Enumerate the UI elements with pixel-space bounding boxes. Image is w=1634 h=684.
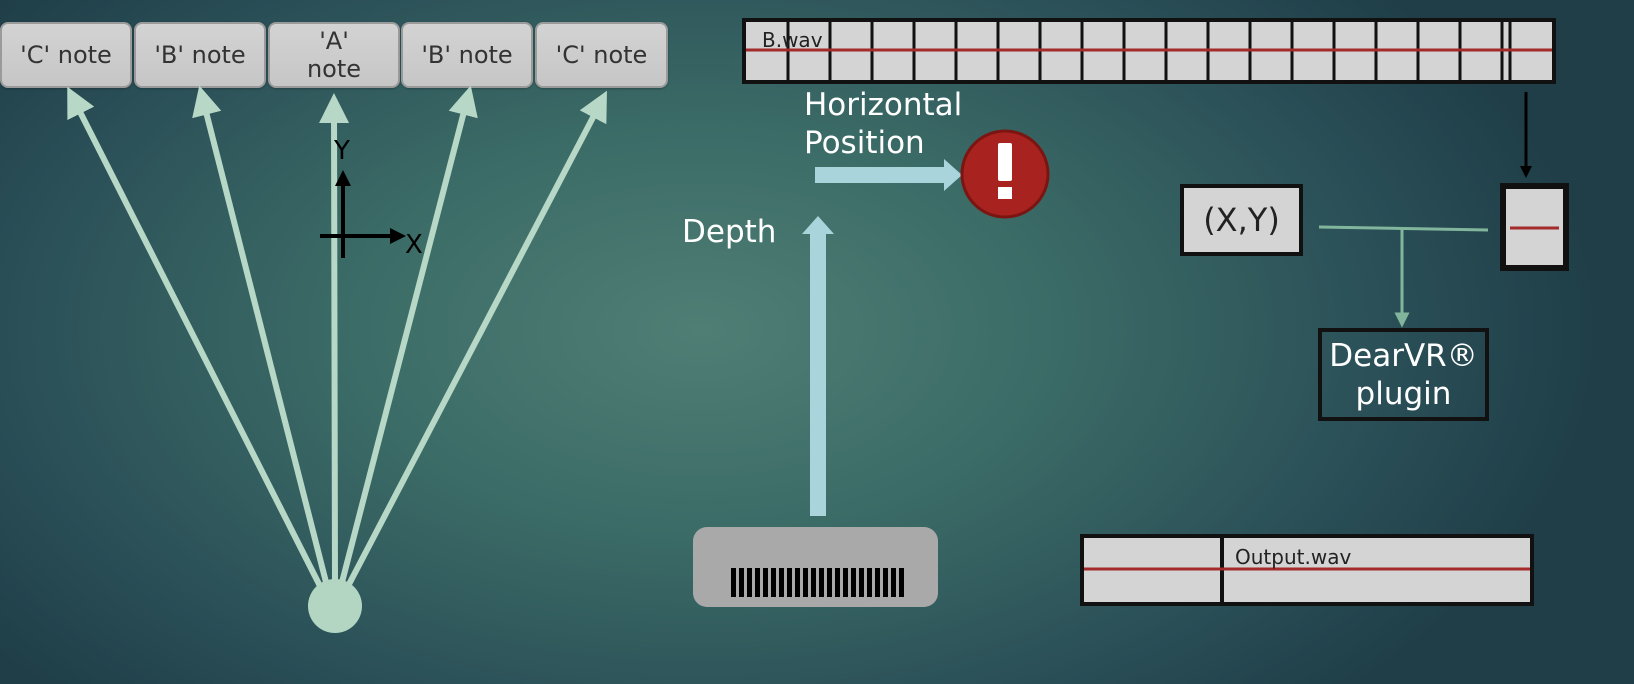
axes-cross — [320, 170, 406, 258]
note-c-left-label: 'C' note — [20, 41, 112, 69]
arrow-to-a-center — [319, 93, 350, 591]
note-b-right-label: 'B' note — [421, 41, 513, 69]
depth-arrow — [802, 216, 834, 516]
arrow-to-b-right — [337, 85, 478, 591]
y-axis-label: Y — [334, 136, 350, 166]
connector-lines — [1318, 225, 1489, 328]
note-a-center-label: 'A' note — [306, 27, 362, 83]
arrow-to-c-right — [343, 90, 607, 592]
note-b-left-label: 'B' note — [154, 41, 246, 69]
horizontal-arrow — [815, 159, 962, 191]
blue-arrows — [802, 159, 962, 516]
arrow-to-b-left — [192, 85, 331, 591]
track-file-label: B.wav — [762, 28, 823, 52]
horizontal-position-label: Horizontal Position — [804, 87, 963, 161]
note-a-center[interactable]: 'A' note — [268, 22, 400, 88]
note-c-right-label: 'C' note — [555, 41, 648, 69]
coordinate-box-label: (X,Y) — [1203, 201, 1280, 239]
track-strip — [742, 18, 1556, 84]
output-track — [1080, 534, 1534, 606]
dearvr-plugin-label: DearVR® plugin — [1329, 337, 1478, 412]
dearvr-plugin-box: DearVR® plugin — [1318, 328, 1489, 421]
listener-dot — [308, 579, 362, 633]
alert-icon — [960, 129, 1050, 219]
output-file-label: Output.wav — [1235, 545, 1352, 569]
depth-label: Depth — [682, 214, 777, 250]
x-axis-label: X — [405, 230, 423, 260]
arrow-to-c-left — [67, 86, 325, 592]
note-c-left[interactable]: 'C' note — [0, 22, 132, 88]
note-arrows — [67, 85, 607, 592]
note-c-right[interactable]: 'C' note — [535, 22, 668, 88]
device-box — [693, 527, 938, 607]
coordinate-box: (X,Y) — [1180, 184, 1303, 256]
clip-box — [1500, 183, 1569, 271]
